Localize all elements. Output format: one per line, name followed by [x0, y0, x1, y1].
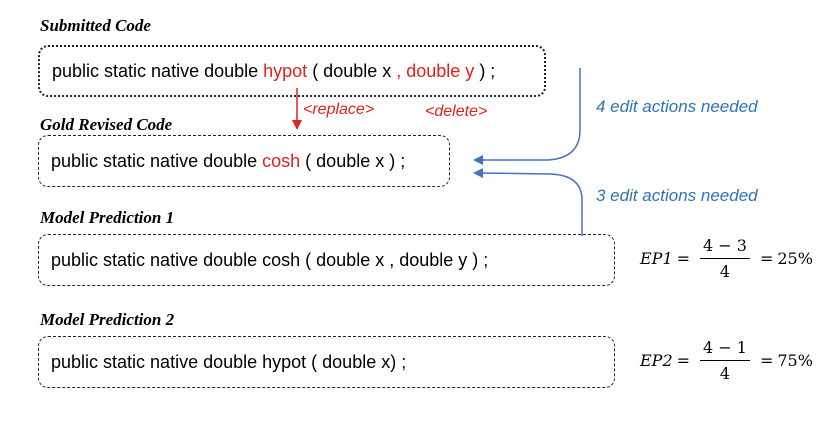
gold-revised-code-heading: Gold Revised Code — [40, 115, 173, 134]
gold-code-prefix: public static native double — [51, 150, 263, 171]
ep1-label: EP1 — [640, 249, 673, 268]
replace-tag: <replace> — [303, 101, 375, 118]
ep2-denominator: 4 — [719, 364, 731, 383]
ep1-equals-2: = — [759, 249, 774, 268]
gold-revised-code-box: public static native double cosh ( doubl… — [38, 135, 450, 187]
prediction-1-code: public static native double cosh ( doubl… — [51, 249, 489, 270]
delete-tag: <delete> — [425, 103, 488, 120]
model-prediction-2-box: public static native double hypot ( doub… — [38, 336, 615, 388]
model-prediction-2-heading: Model Prediction 2 — [40, 310, 175, 329]
submitted-edits-annotation: 4 edit actions needed — [596, 97, 758, 116]
ep2-equals-2: = — [759, 351, 774, 370]
ep2-fraction: 4 − 1 4 — [700, 338, 750, 383]
submitted-code-method: hypot — [263, 60, 308, 81]
ep2-equals: = — [676, 351, 691, 370]
ep2-formula: EP2 = 4 − 1 4 = 75% — [640, 338, 813, 383]
ep2-result: 75% — [777, 351, 813, 370]
submitted-code-prefix: public static native double — [52, 60, 264, 81]
prediction-1-edits-annotation: 3 edit actions needed — [596, 186, 758, 205]
ep2-label: EP2 — [640, 351, 673, 370]
ep1-denominator: 4 — [719, 262, 731, 281]
submitted-code-suffix: ) ; — [474, 60, 496, 81]
prediction-2-code: public static native double hypot ( doub… — [51, 351, 407, 372]
model-prediction-1-heading: Model Prediction 1 — [40, 208, 175, 227]
gold-code-method: cosh — [262, 150, 301, 171]
submitted-code-box: public static native double hypot ( doub… — [38, 45, 546, 97]
gold-code-suffix: ( double x ) ; — [300, 150, 406, 171]
model-prediction-1-box: public static native double cosh ( doubl… — [38, 234, 615, 286]
submitted-code-mid: ( double x — [307, 60, 397, 81]
ep1-result: 25% — [777, 249, 813, 268]
prediction1-to-gold-arrow — [473, 168, 583, 236]
submitted-code-deleted-param: , double y — [396, 60, 475, 81]
ep2-numerator: 4 − 1 — [700, 338, 750, 361]
ep1-equals: = — [676, 249, 691, 268]
ep1-fraction: 4 − 3 4 — [700, 236, 750, 281]
submitted-code-heading: Submitted Code — [40, 16, 151, 35]
ep1-numerator: 4 − 3 — [700, 236, 750, 259]
ep1-formula: EP1 = 4 − 3 4 = 25% — [640, 236, 813, 281]
